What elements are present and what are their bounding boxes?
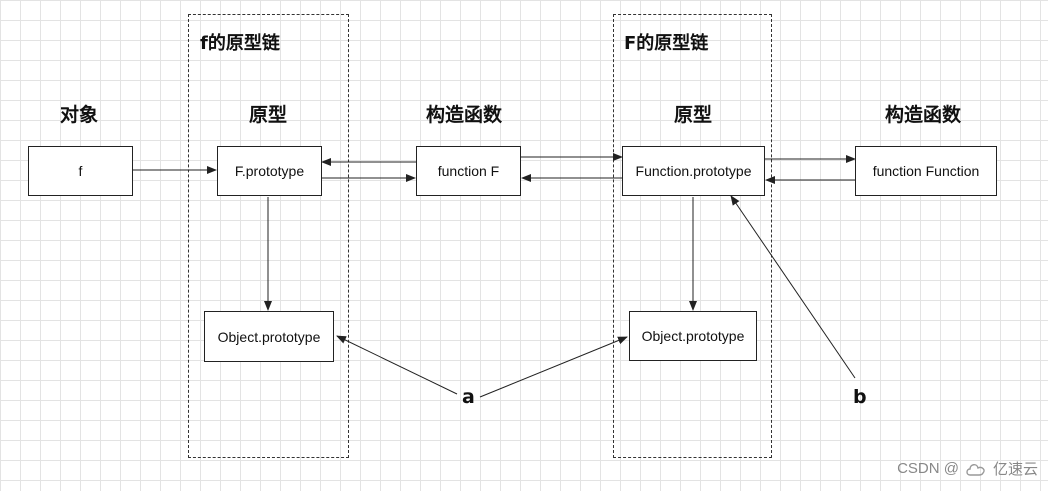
annotation-a: a: [462, 386, 475, 408]
node-object-prototype-left: Object.prototype: [204, 311, 334, 362]
arrow-a-to-objectprototype-left: [336, 335, 458, 395]
F-chain-title: F的原型链: [624, 33, 709, 54]
header-object: 对象: [60, 104, 99, 126]
node-function-Function: function Function: [855, 146, 997, 196]
header-prototype-right: 原型: [674, 104, 713, 126]
watermark: CSDN @ 亿速云: [897, 458, 1038, 479]
f-chain-title: f的原型链: [200, 33, 280, 54]
node-f-prototype: F.prototype: [217, 146, 322, 196]
node-f: f: [28, 146, 133, 196]
watermark-brand: 亿速云: [992, 461, 1038, 478]
node-function-F: function F: [416, 146, 521, 196]
watermark-csdn: CSDN @: [897, 460, 959, 477]
header-constructor-right: 构造函数: [885, 104, 962, 126]
arrow-a-to-objectprototype-right: [479, 336, 628, 398]
node-object-prototype-right: Object.prototype: [629, 311, 757, 361]
f-prototype-chain-frame: [188, 14, 349, 458]
F-prototype-chain-frame: [613, 14, 772, 458]
node-function-prototype: Function.prototype: [622, 146, 765, 196]
header-constructor-middle: 构造函数: [426, 104, 503, 126]
cloud-logo-icon: [966, 463, 985, 476]
arrow-b-to-functionprototype: [730, 195, 856, 379]
header-prototype-left: 原型: [249, 104, 288, 126]
annotation-b: b: [853, 386, 867, 408]
